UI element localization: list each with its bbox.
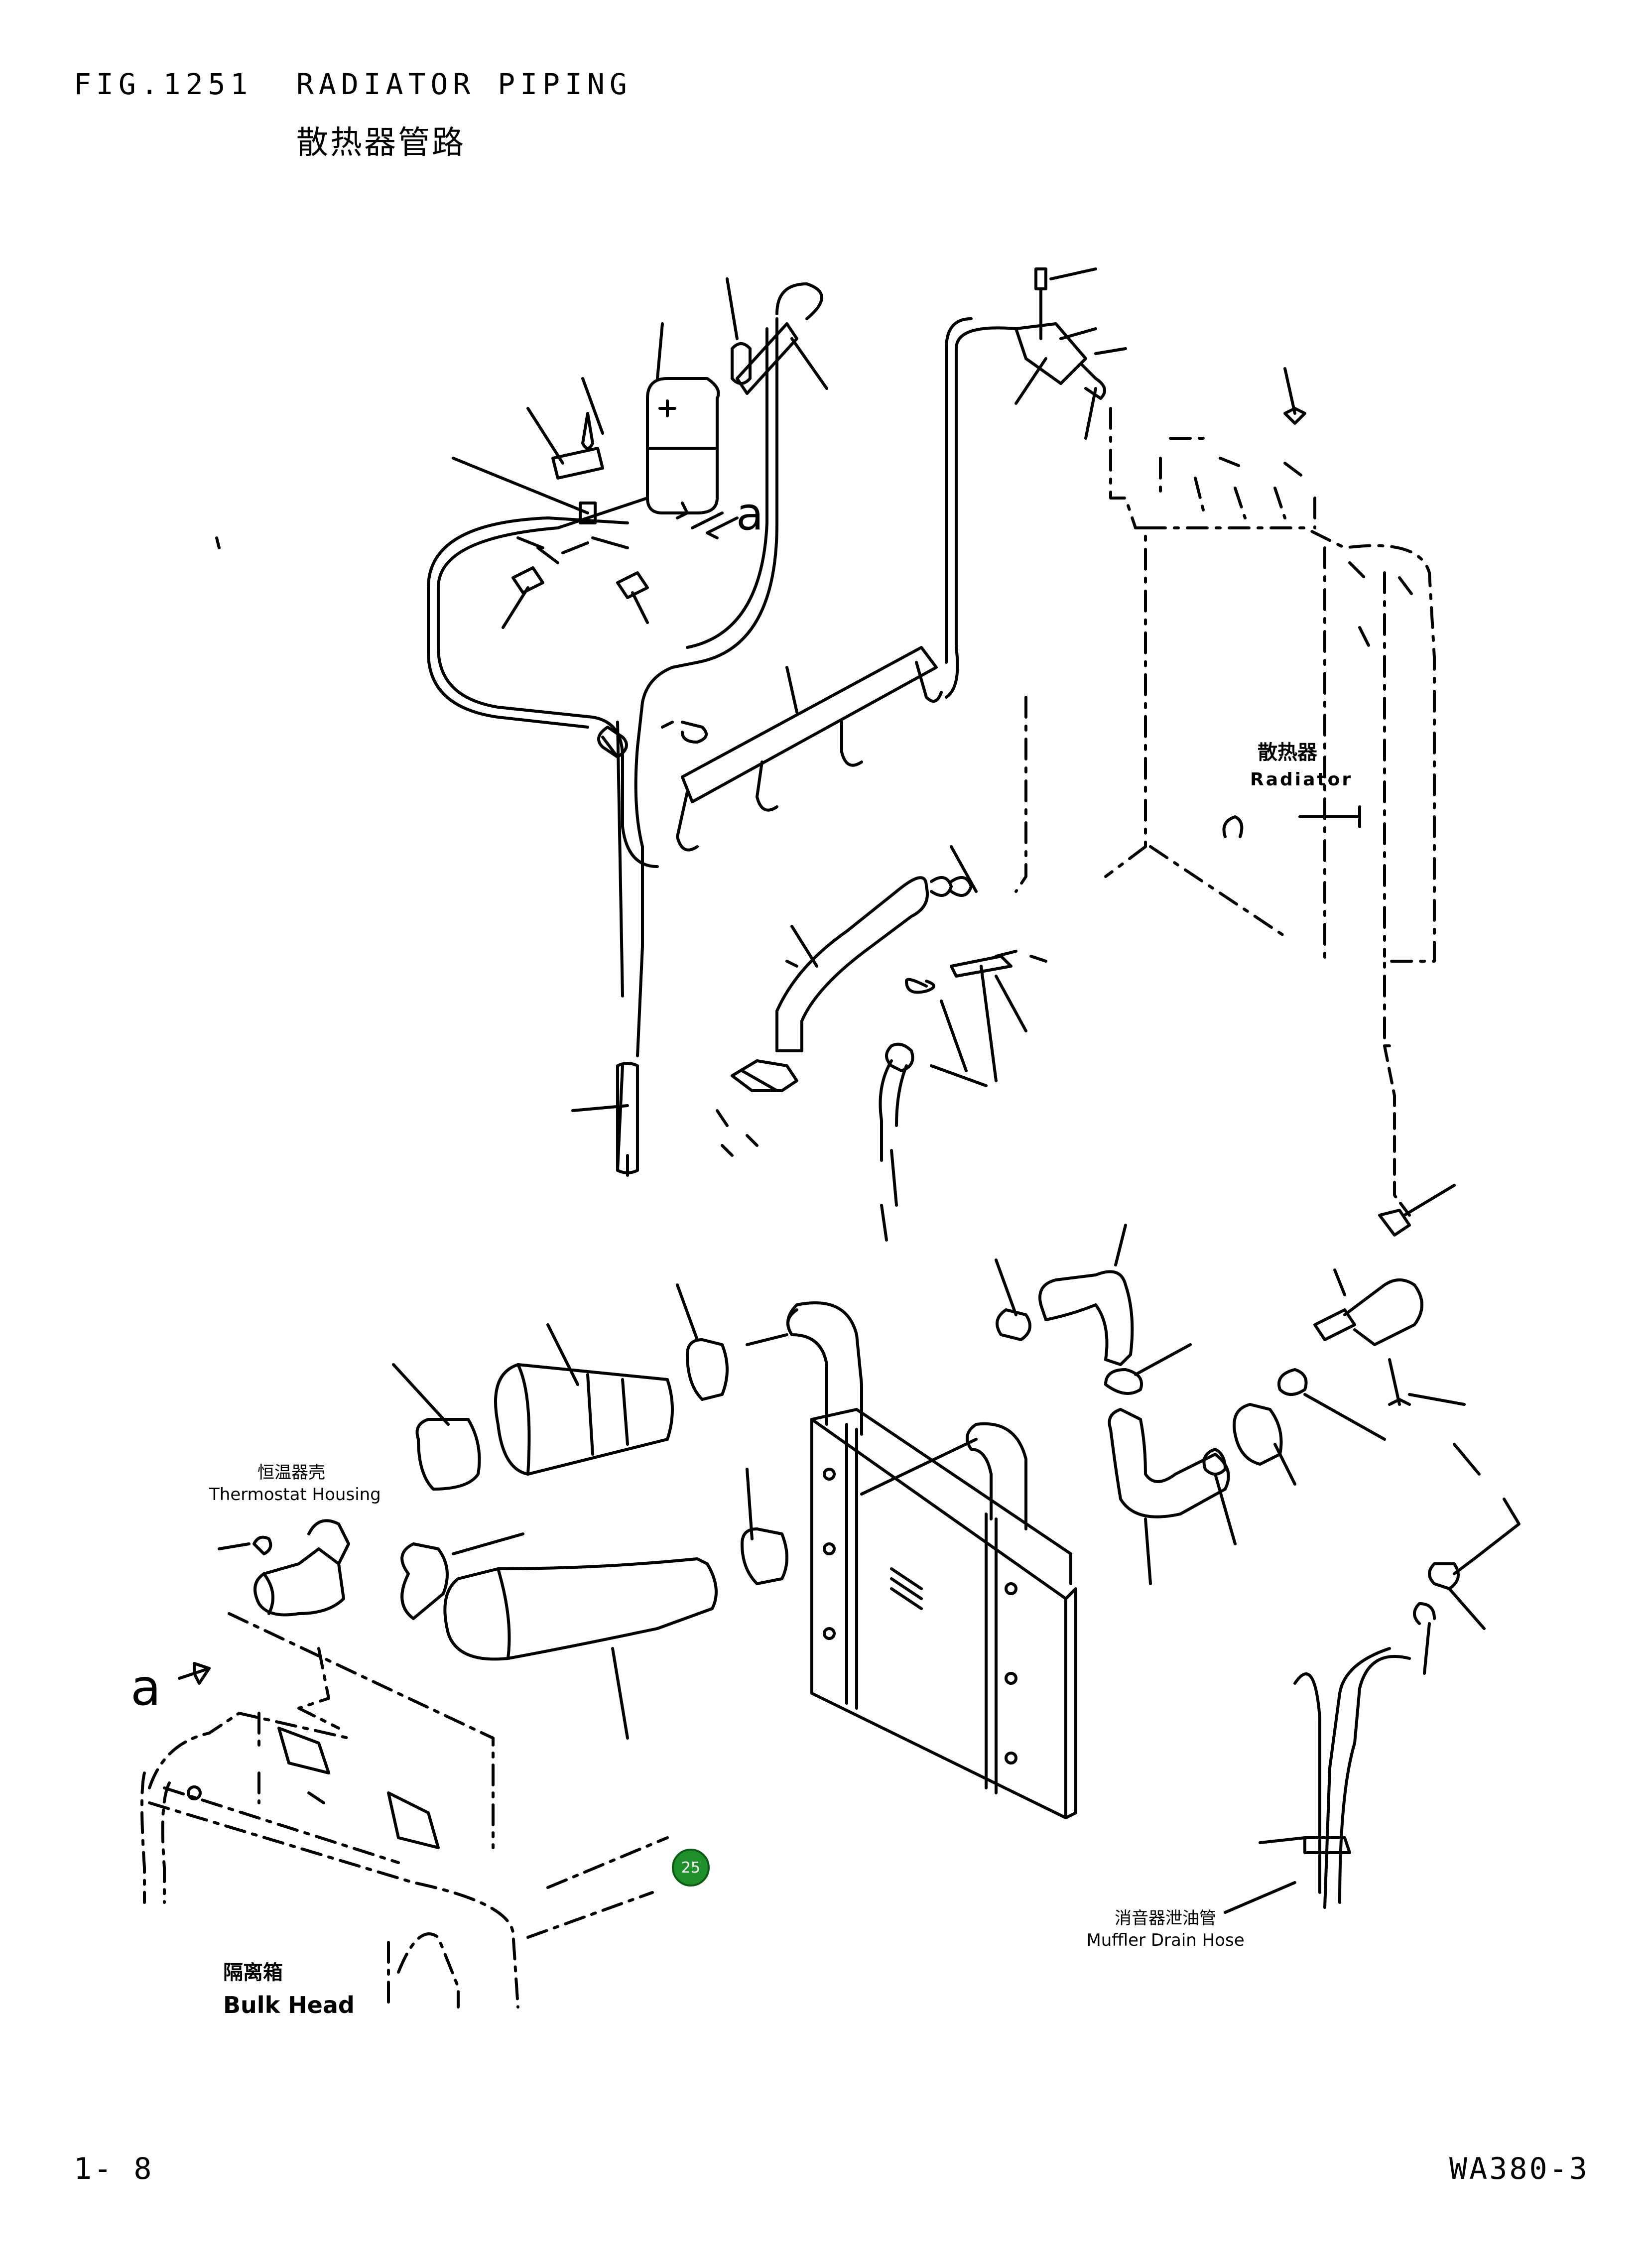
reservoir-tank <box>646 277 752 514</box>
blank <box>215 536 221 549</box>
radiator-label-en: Radiator <box>1250 769 1353 790</box>
thermostat-label-cn: 恒温器壳 <box>257 1463 325 1483</box>
thermostat-housing <box>218 1519 350 1617</box>
page-number: 1- 8 <box>74 2151 154 2186</box>
ref-letter-a-lower: a <box>130 1658 161 1717</box>
lower-radiator-hoses <box>995 1184 1520 1585</box>
bulkhead <box>140 1612 669 2009</box>
figure-title: RADIATOR PIPING <box>296 67 632 101</box>
upper-hoses <box>427 282 828 1057</box>
item-number-badge[interactable]: 25 <box>672 1849 710 1887</box>
charge-air-cooler <box>786 1301 1077 1819</box>
thermostat-label-en: Thermostat Housing <box>209 1485 381 1505</box>
bulkhead-label-cn: 隔离箱 <box>223 1961 283 1984</box>
figure-title-cn: 散热器管路 <box>296 125 466 161</box>
left-vertical-pipe <box>571 721 639 1177</box>
ref-letter-a-upper: a <box>736 488 764 540</box>
top-right-fittings <box>945 267 1306 699</box>
muffler-drain-label: 消音器泄油管 Muffler Drain Hose <box>1081 1907 1250 1951</box>
muffler-drain-hose <box>1224 1562 1486 1914</box>
arrow-a-head <box>193 1662 211 1685</box>
radiator-fitting <box>1222 815 1244 838</box>
figure-number: FIG.1251 <box>74 67 253 101</box>
middle-hose-right <box>879 950 1047 1242</box>
hose-clamp-rail <box>597 646 943 852</box>
thermostat-label: 恒温器壳 Thermostat Housing <box>209 1462 381 1506</box>
muffler-drain-label-cn: 消音器泄油管 <box>1115 1908 1216 1928</box>
intake-ducts <box>392 1283 978 1740</box>
muffler-drain-label-en: Muffler Drain Hose <box>1086 1930 1245 1950</box>
drain-dash-line <box>1383 1044 1411 1217</box>
upper-radiator-hose <box>716 845 978 1157</box>
radiator-leader <box>1298 805 1361 828</box>
model-number: WA380-3 <box>1449 2151 1589 2186</box>
radiator-label-cn: 散热器 <box>1258 741 1317 764</box>
radiator-body <box>1014 407 1436 1047</box>
bulkhead-brackets <box>187 1727 440 1849</box>
bulkhead-label-en: Bulk Head <box>223 1992 355 2018</box>
